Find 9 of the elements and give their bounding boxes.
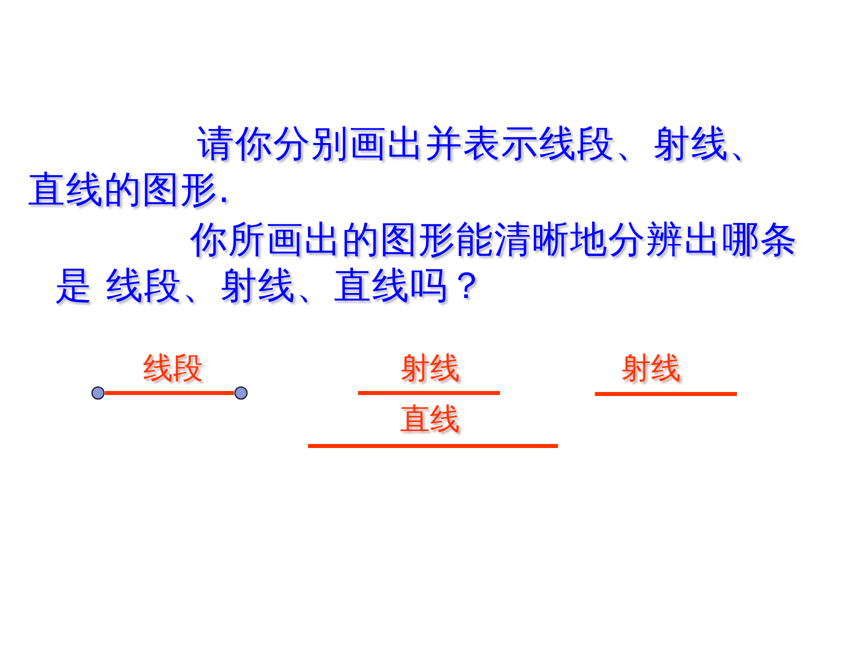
line-name: 线段	[143, 352, 203, 386]
line-name: 射线	[400, 352, 460, 386]
line-name: 射线	[621, 352, 681, 386]
line-segment	[105, 391, 234, 395]
endpoint-dot	[234, 386, 248, 400]
instruction-text: 请你分别画出并表示线段、射线、直线的图形.	[28, 121, 768, 213]
endpoint-dot	[91, 386, 105, 400]
line-name: 直线	[400, 403, 460, 437]
question-text: 你所画出的图形能清晰地分辨出哪条是 线段、射线、直线吗？	[55, 217, 799, 309]
